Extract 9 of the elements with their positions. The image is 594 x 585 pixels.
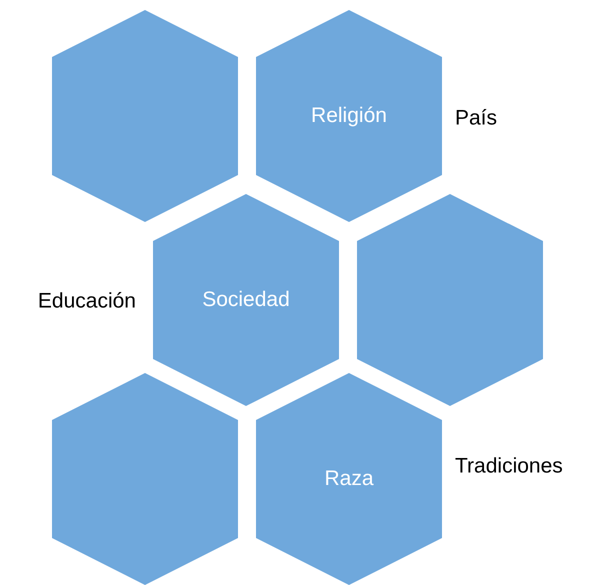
side-label: País — [455, 105, 498, 132]
hexagon-label: Religión — [310, 102, 388, 129]
hexagon — [357, 194, 543, 406]
side-label: Educación — [38, 288, 136, 314]
hexagon — [52, 373, 238, 585]
side-label: Tradiciones — [455, 453, 563, 480]
hexagon-label: Raza — [323, 466, 375, 492]
hexagon — [52, 10, 238, 222]
hexagon-label: Sociedad — [201, 286, 291, 313]
